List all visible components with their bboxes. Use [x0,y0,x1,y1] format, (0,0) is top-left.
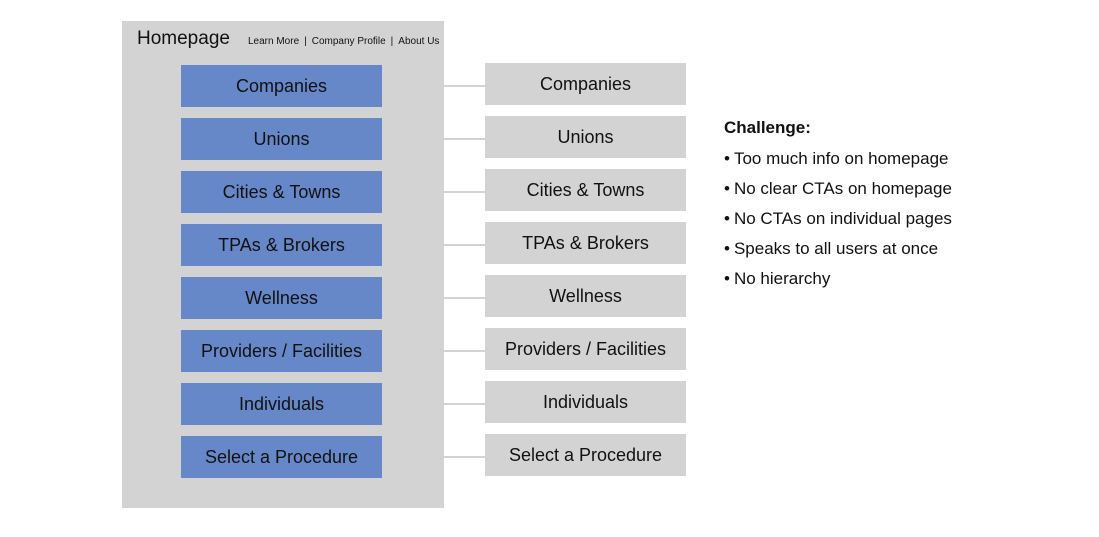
nav-box-individuals[interactable]: Individuals [181,383,382,425]
challenge-item: Too much info on homepage [724,144,952,174]
nav-box-wellness[interactable]: Wellness [181,277,382,319]
nav-box-providers-facilities[interactable]: Providers / Facilities [181,330,382,372]
homepage-title: Homepage [137,28,230,49]
challenge-list: Too much info on homepage No clear CTAs … [724,144,952,294]
connector-line [444,138,485,140]
page-box-wellness: Wellness [485,275,686,317]
link-separator: | [304,36,307,47]
connector-line [444,297,485,299]
challenge-section: Challenge: Too much info on homepage No … [724,118,952,294]
challenge-item: No CTAs on individual pages [724,204,952,234]
page-box-select-procedure: Select a Procedure [485,434,686,476]
company-profile-link[interactable]: Company Profile [311,36,386,47]
page-box-cities-towns: Cities & Towns [485,169,686,211]
nav-box-select-procedure[interactable]: Select a Procedure [181,436,382,478]
challenge-item: No hierarchy [724,264,952,294]
link-separator: | [390,36,394,47]
nav-box-unions[interactable]: Unions [181,118,382,160]
challenge-item: No clear CTAs on homepage [724,174,952,204]
page-box-individuals: Individuals [485,381,686,423]
connector-line [444,350,485,352]
page-box-providers-facilities: Providers / Facilities [485,328,686,370]
connector-line [444,403,485,405]
page-box-tpas-brokers: TPAs & Brokers [485,222,686,264]
connector-line [444,191,485,193]
learn-more-link[interactable]: Learn More [248,36,300,47]
nav-box-cities-towns[interactable]: Cities & Towns [181,171,382,213]
challenge-title: Challenge: [724,118,811,137]
page-box-companies: Companies [485,63,686,105]
nav-box-tpas-brokers[interactable]: TPAs & Brokers [181,224,382,266]
nav-box-companies[interactable]: Companies [181,65,382,107]
about-us-link[interactable]: About Us [398,36,440,47]
connector-line [444,85,485,87]
connector-line [444,456,485,458]
page-box-unions: Unions [485,116,686,158]
challenge-item: Speaks to all users at once [724,234,952,264]
homepage-top-links: Learn More | Company Profile | About Us [248,36,439,47]
connector-line [444,244,485,246]
